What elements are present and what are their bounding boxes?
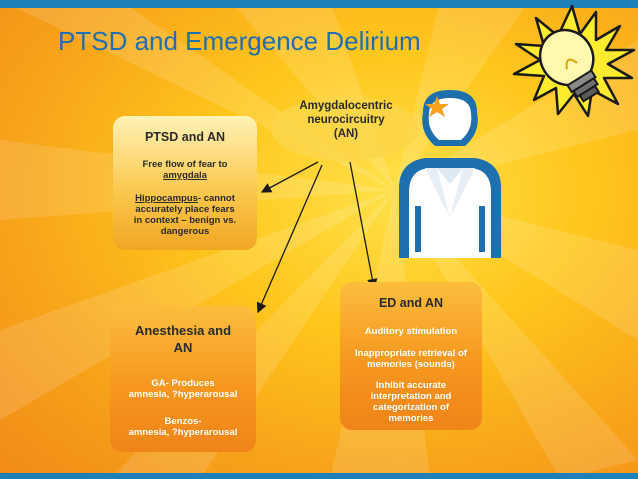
- bubble-text: Amygdalocentric neurocircuitry (AN): [276, 99, 416, 141]
- anesthesia-item-2: Benzos- amnesia, ?hyperarousal: [114, 416, 252, 438]
- anesthesia-item-2-line-2: amnesia, ?hyperarousal: [128, 427, 238, 438]
- arrow-to-anesthesia: [256, 164, 323, 314]
- anesthesia-item-1-line-2: amnesia, ?hyperarousal: [128, 389, 238, 400]
- ptsd-item-2-rest: - cannot: [197, 193, 235, 204]
- ptsd-item-2-line-2: accurately place fears: [135, 204, 235, 215]
- anesthesia-item-1-line-1: GA- Produces: [151, 378, 215, 389]
- anesthesia-box-heading: Anesthesia and AN: [110, 322, 256, 356]
- ed-item-1: Auditory stimulation: [364, 326, 458, 337]
- ed-item-3-line-1: Inhibit accurate: [375, 380, 447, 391]
- slide-title: PTSD and Emergence Delirium: [58, 26, 421, 56]
- anesthesia-heading-line-1: Anesthesia and: [134, 323, 232, 338]
- ptsd-item-1-line-2: amygdala: [163, 170, 207, 181]
- ptsd-box-heading: PTSD and AN: [144, 130, 226, 144]
- anesthesia-heading-line-2: AN: [173, 340, 193, 355]
- bottom-stripe: [0, 473, 638, 479]
- ed-item-2: Inappropriate retrieval of memories (sou…: [344, 348, 478, 370]
- top-stripe: [0, 0, 638, 8]
- arrow-to-ed: [349, 161, 378, 290]
- bubble-line-3: (AN): [333, 128, 359, 140]
- ed-box: ED and AN Auditory stimulation Inappropr…: [340, 282, 482, 430]
- ed-item-3-line-3: categorization of: [372, 402, 449, 413]
- ptsd-item-1-line-1: Free flow of fear to: [142, 159, 228, 170]
- ptsd-item-2: Hippocampus- cannot accurately place fea…: [117, 193, 253, 237]
- ed-item-3-line-2: interpretation and: [370, 391, 452, 402]
- ptsd-hippocampus-term: Hippocampus: [135, 193, 198, 204]
- thought-bubble: [271, 97, 419, 161]
- ed-item-3: Inhibit accurate interpretation and cate…: [344, 380, 478, 424]
- bubble-line-1: Amygdalocentric: [299, 100, 393, 112]
- ed-item-2-line-1: Inappropriate retrieval of: [355, 348, 467, 359]
- ptsd-box: PTSD and AN Free flow of fear to amygdal…: [113, 116, 257, 250]
- ptsd-item-2-line-3: in context – benign vs.: [133, 215, 237, 226]
- anesthesia-item-1: GA- Produces amnesia, ?hyperarousal: [114, 378, 252, 400]
- light-bulb-icon: [512, 4, 636, 118]
- arrow-to-ptsd: [260, 161, 319, 193]
- ed-box-heading: ED and AN: [378, 296, 444, 310]
- ptsd-item-2-line-4: dangerous: [160, 226, 210, 237]
- ptsd-item-1: Free flow of fear to amygdala: [117, 159, 253, 181]
- ed-item-2-line-2: memories (sounds): [367, 359, 455, 370]
- ed-item-3-line-4: memories: [388, 413, 434, 424]
- anesthesia-box: Anesthesia and AN GA- Produces amnesia, …: [110, 306, 256, 452]
- ptsd-item-2-line-1: Hippocampus- cannot: [117, 193, 253, 204]
- anesthesia-item-2-line-1: Benzos-: [164, 416, 202, 427]
- bubble-line-2: neurocircuitry: [307, 114, 385, 126]
- person-with-star-icon: [399, 90, 501, 258]
